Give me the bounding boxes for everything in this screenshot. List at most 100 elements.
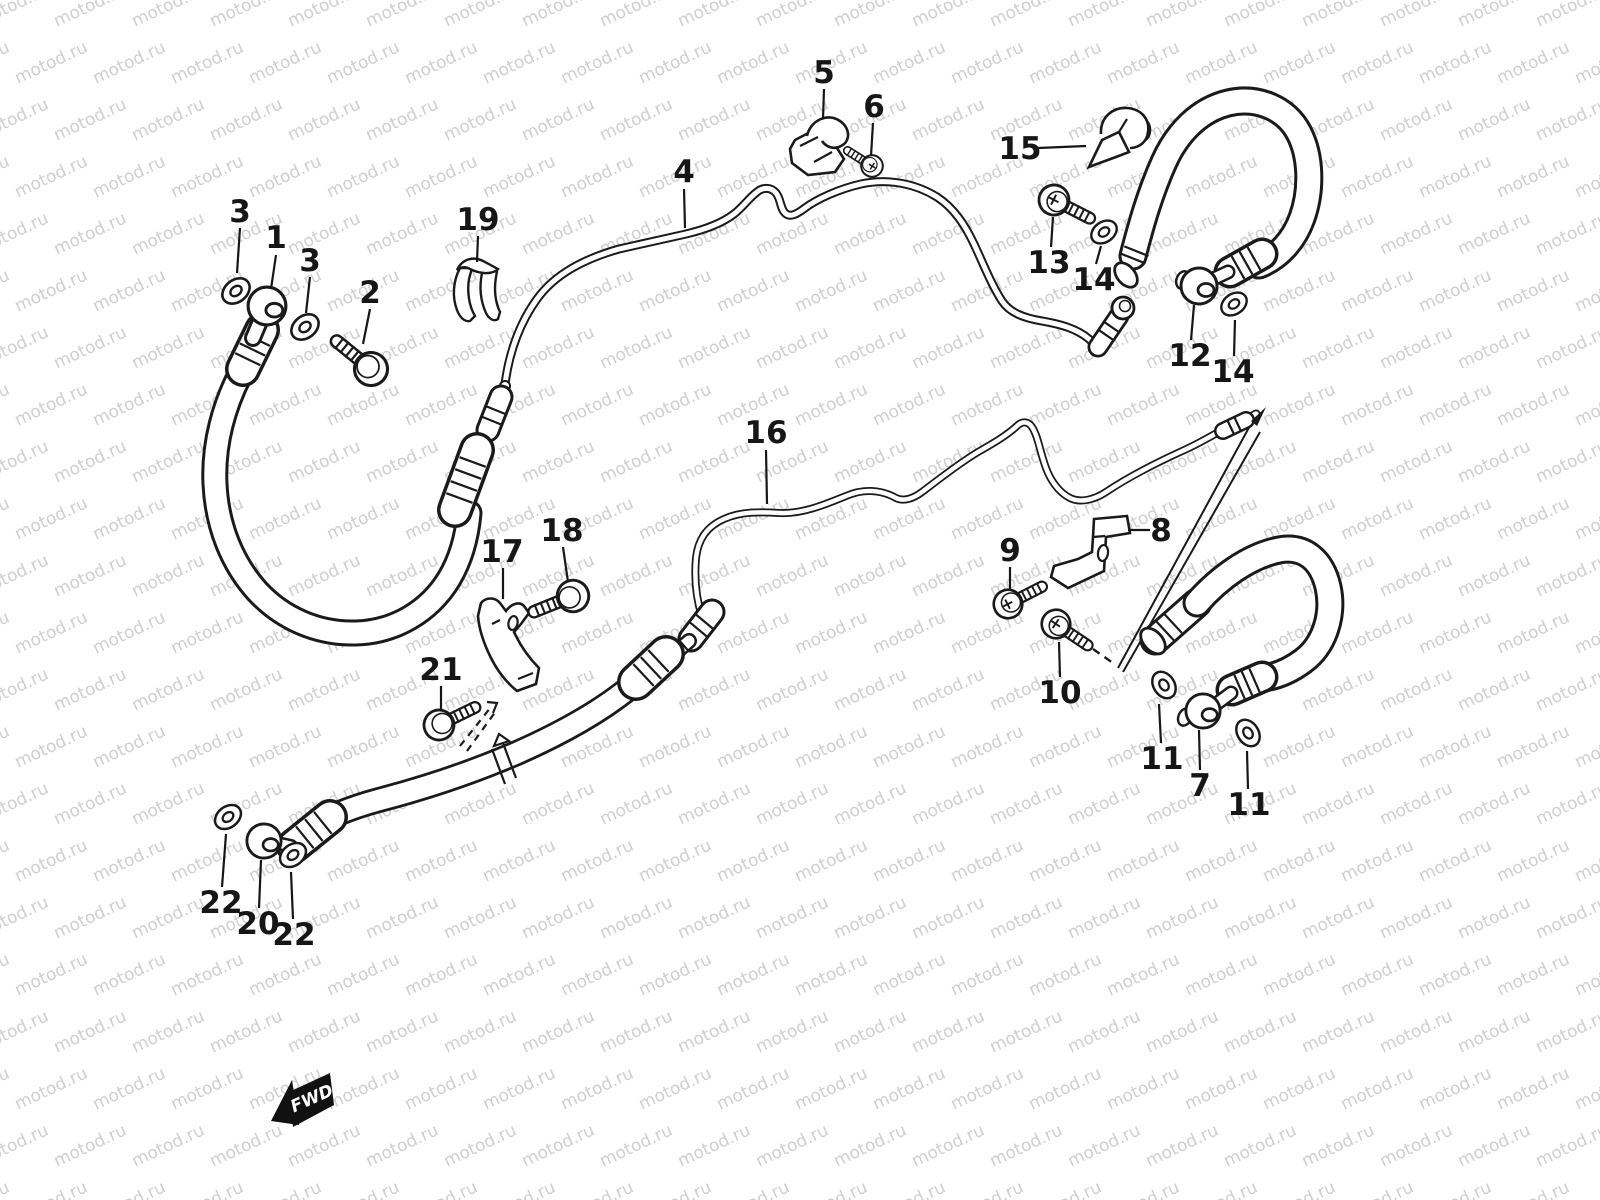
watermark-text: motod.ru [0, 322, 52, 373]
watermark-text: motod.ru [675, 550, 754, 601]
watermark-text: motod.ru [1338, 949, 1417, 1000]
watermark-text: motod.ru [129, 208, 208, 259]
hose-20-swivel-nut [617, 635, 685, 701]
watermark-text: motod.ru [753, 778, 832, 829]
part-label-22: 22 [199, 885, 242, 921]
watermark-text: motod.ru [870, 37, 949, 88]
watermark-text: motod.ru [1455, 892, 1534, 943]
watermark-text: motod.ru [1416, 265, 1495, 316]
watermark-text: motod.ru [1338, 835, 1417, 886]
watermark-text: motod.ru [480, 1063, 559, 1114]
watermark-text: motod.ru [1416, 37, 1495, 88]
watermark-text: motod.ru [831, 0, 910, 32]
watermark-text: motod.ru [1377, 664, 1456, 715]
part-label-21: 21 [419, 652, 462, 688]
watermark-text: motod.ru [207, 0, 286, 32]
watermark-text: motod.ru [1416, 721, 1495, 772]
watermark-text: motod.ru [129, 436, 208, 487]
watermark-text: motod.ru [1377, 1120, 1456, 1171]
watermark-text: motod.ru [597, 550, 676, 601]
watermark-text: motod.ru [558, 151, 637, 202]
watermark-text: motod.ru [1377, 0, 1456, 32]
watermark-text: motod.ru [948, 835, 1027, 886]
hose-12-open-end [1113, 261, 1139, 289]
watermark-text: motod.ru [1338, 379, 1417, 430]
leader-line-3 [235, 227, 242, 274]
watermark-text: motod.ru [1377, 436, 1456, 487]
watermark-text: motod.ru [831, 892, 910, 943]
pipe-4 [475, 177, 1136, 443]
watermark-text: motod.ru [168, 721, 247, 772]
watermark-text: motod.ru [0, 37, 13, 88]
part-label-11: 11 [1227, 787, 1270, 823]
part-label-22: 22 [272, 917, 315, 953]
watermark-text: motod.ru [636, 1177, 715, 1200]
watermark-text: motod.ru [636, 949, 715, 1000]
watermark-text: motod.ru [636, 721, 715, 772]
watermark-text: motod.ru [597, 892, 676, 943]
watermark-text: motod.ru [12, 493, 91, 544]
watermark-text: motod.ru [1221, 1120, 1300, 1171]
watermark-text: motod.ru [792, 265, 871, 316]
watermark-text: motod.ru [714, 1177, 793, 1200]
leader-line-16 [764, 449, 769, 505]
watermark-text: motod.ru [870, 1177, 949, 1200]
watermark-text: motod.ru [402, 151, 481, 202]
watermark-text: motod.ru [285, 94, 364, 145]
hose-1 [201, 285, 495, 647]
watermark-text: motod.ru [441, 1120, 520, 1171]
leader-line-11 [1157, 703, 1163, 744]
watermark-text: motod.ru [675, 94, 754, 145]
watermark-text: motod.ru [1494, 607, 1573, 658]
watermark-text: motod.ru [792, 835, 871, 886]
pipe-4-left-fitting [475, 380, 514, 443]
watermark-text: motod.ru [714, 835, 793, 886]
watermark-text: motod.ru [714, 1063, 793, 1114]
watermark-text: motod.ru [909, 436, 988, 487]
watermark-text: motod.ru [636, 835, 715, 886]
watermark-text: motod.ru [0, 379, 13, 430]
watermark-text: motod.ru [948, 37, 1027, 88]
watermark-text: motod.ru [51, 0, 130, 32]
watermark-text: motod.ru [1299, 778, 1378, 829]
watermark-text: motod.ru [207, 1120, 286, 1171]
watermark-text: motod.ru [0, 721, 13, 772]
watermark-text: motod.ru [324, 1177, 403, 1200]
watermark-text: motod.ru [1572, 607, 1600, 658]
watermark-text: motod.ru [441, 0, 520, 32]
watermark-text: motod.ru [51, 1006, 130, 1057]
watermark-text: motod.ru [363, 0, 442, 32]
watermark-text: motod.ru [987, 322, 1066, 373]
watermark-text: motod.ru [1299, 1006, 1378, 1057]
watermark-text: motod.ru [831, 208, 910, 259]
leader-line-20 [257, 859, 263, 909]
watermark-text: motod.ru [987, 778, 1066, 829]
watermark-text: motod.ru [1260, 1177, 1339, 1200]
watermark-text: motod.ru [870, 1063, 949, 1114]
part-label-17: 17 [480, 534, 523, 570]
watermark-text: motod.ru [207, 1006, 286, 1057]
watermark-text: motod.ru [1455, 1006, 1534, 1057]
part-label-8: 8 [1150, 513, 1172, 549]
watermark-text: motod.ru [0, 94, 52, 145]
watermark-text: motod.ru [285, 550, 364, 601]
part-label-11: 11 [1140, 741, 1183, 777]
leader-line-4 [682, 188, 687, 229]
watermark-text: motod.ru [597, 0, 676, 32]
watermark-text: motod.ru [1377, 550, 1456, 601]
watermark-text: motod.ru [753, 664, 832, 715]
watermark-text: motod.ru [1065, 778, 1144, 829]
watermark-text: motod.ru [1260, 37, 1339, 88]
watermark-text: motod.ru [558, 37, 637, 88]
watermark-text: motod.ru [1026, 379, 1105, 430]
watermark-text: motod.ru [0, 265, 13, 316]
watermark-text: motod.ru [1455, 550, 1534, 601]
watermark-text: motod.ru [1143, 1006, 1222, 1057]
watermark-text: motod.ru [51, 664, 130, 715]
watermark-text: motod.ru [753, 892, 832, 943]
leader-line-13 [1049, 216, 1055, 248]
part-label-1: 1 [265, 220, 287, 256]
watermark-text: motod.ru [675, 322, 754, 373]
watermark-text: motod.ru [636, 379, 715, 430]
watermark-text: motod.ru [1494, 151, 1573, 202]
